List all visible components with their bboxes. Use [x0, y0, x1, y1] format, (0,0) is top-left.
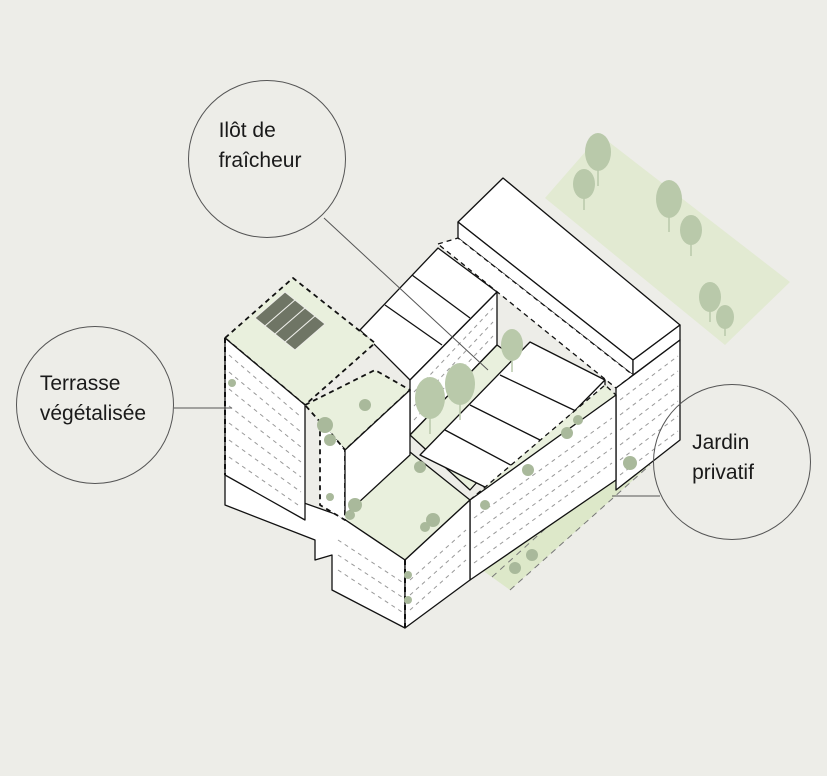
park-strip-top: [545, 135, 790, 345]
upper-row-dividers: [384, 274, 471, 346]
shrub-icon: [228, 379, 637, 604]
tree-trunks: [429, 170, 726, 434]
callout-jardin-label: Jardin privatif: [692, 431, 754, 484]
terrace-right-face: [344, 389, 411, 516]
tower-floor-lines: [228, 354, 302, 508]
front-block-left: [224, 474, 406, 629]
solar-panel-icon: [254, 291, 326, 351]
callout-ilot-de-fraicheur: Ilôt de fraîcheur: [188, 80, 346, 238]
tree-icon: [415, 133, 734, 419]
callout-ilot-label: Ilôt de fraîcheur: [218, 119, 302, 172]
lower-row-dividers: [444, 374, 579, 471]
terrace-front: [319, 419, 346, 521]
callout-jardin-privatif: Jardin privatif: [653, 384, 811, 540]
callout-terrasse-label: Terrasse végétalisée: [39, 372, 147, 425]
leader-lines: [174, 217, 660, 497]
callout-terrasse-vegetalisee: Terrasse végétalisée: [16, 326, 174, 484]
